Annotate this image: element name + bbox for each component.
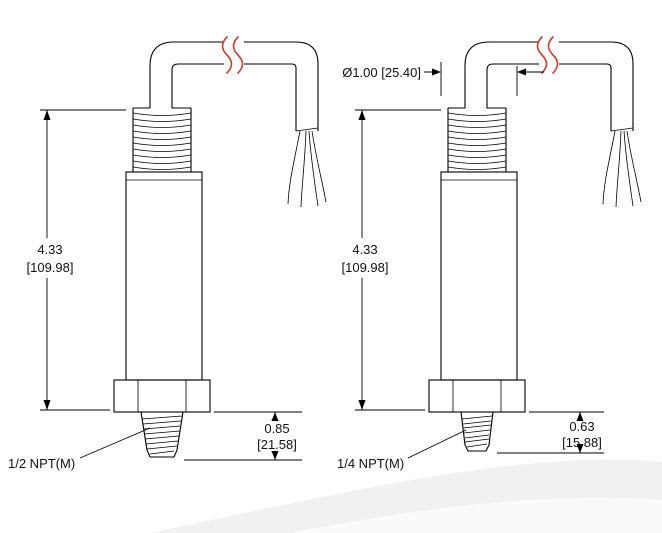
cable-wires [287,130,327,208]
cable-break-marks [221,36,244,74]
thread-length-extension-lines [184,411,302,461]
npt-fitting-threads [141,415,183,455]
threaded-top-outline [447,107,507,172]
thread-length-dimension-arrows [576,412,584,453]
cable-end-cut [610,127,634,132]
hex-outline [113,379,211,413]
thread-callout-leader [79,427,151,459]
threaded-top-threads [447,112,507,170]
hex-facets [452,380,502,412]
body-outline [125,171,203,381]
right-body [440,171,518,381]
hex-facets [137,380,187,412]
body-outline [440,171,518,381]
left-threaded-top [132,107,192,172]
height-extension-lines [40,109,126,411]
watermark-swoosh [150,459,662,533]
left-hex-nut [113,379,211,413]
left-thread-length-dimension: 0.85 [21.58] [184,411,302,461]
thread-callout-leader [407,429,467,459]
right-thread-length-dimension: 0.63 [15.88] [497,411,604,454]
left-npt-fitting [140,411,184,458]
left-body [125,171,203,381]
cable-end-cut [295,127,319,132]
right-npt-fitting [460,411,494,452]
left-thread-length-inch-label: 0.85 [264,421,289,436]
right-hex-nut [428,379,526,413]
height-extension-lines [355,109,441,411]
diameter-dimension-arrows [432,68,526,76]
cable-break-gap [224,40,244,66]
diameter-extension-lines [440,62,518,96]
thread-length-dimension-arrows [271,412,279,460]
left-thread-size-label: 1/2 NPT(M) [8,456,75,471]
left-thread-length-mm-label: [21.58] [257,437,297,452]
right-cable [464,36,642,208]
cable-break-marks [536,36,559,74]
right-height-inch-label: 4.33 [352,242,377,257]
left-height-inch-label: 4.33 [37,242,62,257]
right-transducer: Ø1.00 [25.40] 4.33 [109.98] 0.63 [15.88]… [337,36,642,471]
right-threaded-top [447,107,507,172]
right-thread-size-label: 1/4 NPT(M) [337,456,404,471]
right-thread-length-mm-label: [15.88] [562,435,602,450]
right-diameter-label: Ø1.00 [25.40] [342,65,421,80]
watermark-band-inner [290,497,662,533]
right-thread-callout: 1/4 NPT(M) [337,429,467,471]
right-height-mm-label: [109.98] [342,260,389,275]
left-height-mm-label: [109.98] [27,260,74,275]
left-height-dimension: 4.33 [109.98] [27,109,126,411]
thread-length-extension-lines [497,411,604,454]
right-thread-length-inch-label: 0.63 [569,419,594,434]
npt-fitting-threads [461,415,493,448]
right-diameter-dimension: Ø1.00 [25.40] [342,62,544,96]
left-thread-callout: 1/2 NPT(M) [8,427,151,471]
right-height-dimension: 4.33 [109.98] [342,109,441,411]
threaded-top-outline [132,107,192,172]
left-cable [149,36,327,208]
hex-outline [428,379,526,413]
npt-fitting-outline [460,411,494,452]
cable-break-gap [539,40,559,66]
cable-wires [602,130,642,208]
left-transducer: 4.33 [109.98] 0.85 [21.58] 1/2 NPT(M) [8,36,327,471]
threaded-top-threads [132,112,192,170]
